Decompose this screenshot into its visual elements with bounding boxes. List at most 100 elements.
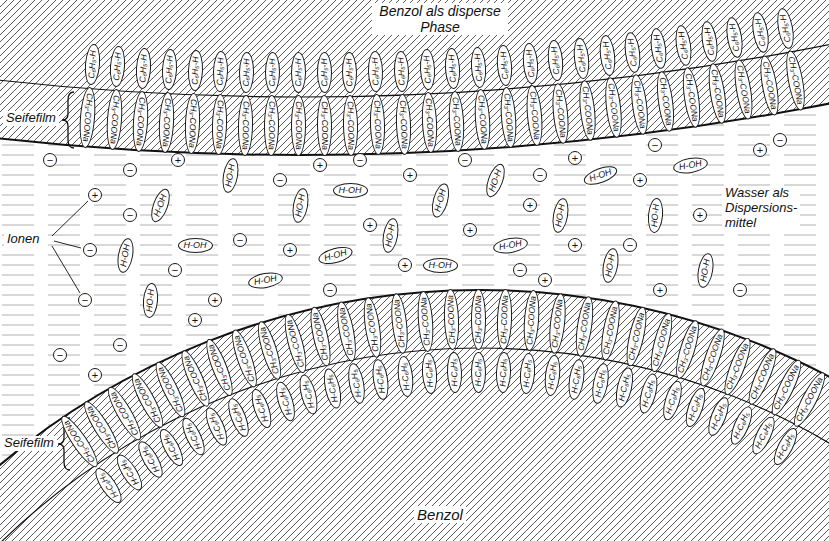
molecule-formula: H-C₆H₅ [474, 358, 483, 386]
ion-charge: − [117, 340, 123, 351]
ion-charge: + [542, 275, 548, 286]
ion-circle: − [43, 153, 57, 167]
molecule-formula: C₆H₅-H [627, 38, 639, 67]
molecule-formula: CH₃-COONa [447, 295, 457, 344]
molecule-formula: H-C₆H₅ [498, 358, 507, 386]
molecule-formula: H-OH [253, 274, 277, 287]
molecule-formula: C₆H₅-H [779, 14, 792, 43]
ion-circle: + [633, 173, 647, 187]
ion-circle: + [753, 143, 767, 157]
molecule-formula: C₆H₅-H [703, 27, 716, 56]
ion-circle: + [538, 273, 552, 287]
ion-circle: − [648, 138, 662, 152]
ion-charge: − [327, 285, 333, 296]
molecule-formula: H-OH [429, 261, 452, 270]
molecule-formula: H-OH [184, 241, 207, 250]
ion-charge: − [737, 285, 743, 296]
ion-circle: − [233, 233, 247, 247]
ion-charge: + [212, 295, 218, 306]
molecule-formula: CH₃-COONa [398, 100, 408, 149]
molecule-formula: H-C₆H₅ [374, 365, 387, 394]
molecule-formula: CH₃-COONa [474, 295, 483, 344]
region-label: Ionen [4, 232, 43, 247]
ion-charge: + [527, 200, 533, 211]
molecule-formula: HO-H [604, 253, 617, 277]
ion-charge: − [517, 265, 523, 276]
ion-charge: − [777, 135, 783, 146]
leader-line [52, 246, 80, 293]
ion-circle: + [463, 223, 477, 237]
ion-charge: − [652, 140, 658, 151]
molecule-formula: H-C₆H₅ [570, 365, 582, 394]
benzene-hatching [0, 0, 829, 155]
ion-circle: + [693, 208, 707, 222]
molecule-formula: C₆H₅-H [754, 18, 767, 47]
ion-charge: + [317, 160, 323, 171]
molecule-formula: C₆H₅-H [576, 44, 587, 73]
molecule-formula: C₆H₅-H [371, 58, 380, 86]
benzene-ground [0, 290, 829, 541]
molecule-formula: H-C₆H₅ [522, 359, 532, 388]
molecule-formula: CH₃-COONa [161, 98, 172, 147]
molecule-formula: CH₃-COONa [502, 93, 514, 142]
ion-charge: + [637, 175, 643, 186]
molecule-formula: CH₃-COONa [450, 97, 461, 146]
molecule-formula: CH₃-COONa [82, 93, 94, 142]
leader-line [52, 201, 88, 236]
molecule-formula: C₆H₅-H [678, 31, 690, 60]
molecule-ellipse: CH₃-COONa [291, 95, 306, 156]
molecule-formula: CH₃-COONa [528, 91, 541, 140]
ion-circle: + [283, 243, 297, 257]
molecule-formula: C₆H₅-H [499, 51, 510, 80]
ion-charge: + [402, 260, 408, 271]
ion-circle: + [88, 368, 102, 382]
ion-charge: − [47, 155, 53, 166]
molecule-ellipse: H-C₆H₅ [471, 351, 486, 392]
molecule-formula: HO-H [145, 288, 156, 312]
molecule-formula: C₆H₅-H [320, 59, 329, 87]
molecule-formula: H-C₆H₅ [594, 368, 607, 397]
molecule-formula: C₆H₅-H [728, 23, 741, 52]
molecule-ellipse: CH₃-COONa [471, 288, 486, 349]
molecule-formula: CH₃-COONa [419, 296, 431, 345]
ion-circle: − [78, 293, 92, 307]
ion-charge: + [572, 153, 578, 164]
water-molecule: H-OH [423, 258, 458, 273]
ion-charge: + [287, 245, 293, 256]
molecule-formula: CH₃-COONa [424, 98, 435, 147]
ion-circle: − [353, 153, 367, 167]
benzene-ground [0, 0, 829, 155]
molecule-formula: C₆H₅-H [525, 49, 536, 78]
ion-charge: − [87, 245, 93, 256]
ion-circle: − [123, 208, 137, 222]
molecule-formula: C₆H₅-H [422, 56, 432, 84]
ion-circle: − [168, 263, 182, 277]
ion-charge: − [237, 235, 243, 246]
molecule-formula: H-OH [323, 248, 348, 263]
molecule-formula: C₆H₅-H [242, 58, 251, 86]
molecule-formula: CH₃-COONa [346, 101, 355, 150]
ion-circle: − [53, 348, 67, 362]
molecule-formula: CH₃-COONa [214, 100, 224, 149]
ion-circle: + [363, 218, 377, 232]
molecule-formula: C₆H₅-H [190, 57, 200, 85]
ion-circle: − [623, 238, 637, 252]
region-label: Wasser als Dispersions- mittel [722, 186, 800, 231]
region-label: Seifefilm [1, 436, 57, 451]
ion-charge: + [92, 190, 98, 201]
ion-circle: + [188, 313, 202, 327]
molecule-formula: CH₃-COONa [372, 100, 382, 149]
region-label: Seifefilm [3, 111, 59, 126]
ion-charge: − [57, 350, 63, 361]
water-molecule: H-OH [333, 183, 368, 198]
ion-charge: − [82, 295, 88, 306]
region-label: Benzol [414, 506, 466, 523]
molecule-formula: CH₃-COONa [320, 101, 329, 150]
molecule-formula: CH₃-COONa [392, 299, 406, 348]
water-molecule: H-OH [178, 238, 213, 253]
molecule-formula: H-C₆H₅ [424, 360, 435, 389]
ion-charge: − [127, 165, 133, 176]
ion-charge: − [357, 155, 363, 166]
molecule-formula: CH₃-COONa [135, 97, 146, 146]
